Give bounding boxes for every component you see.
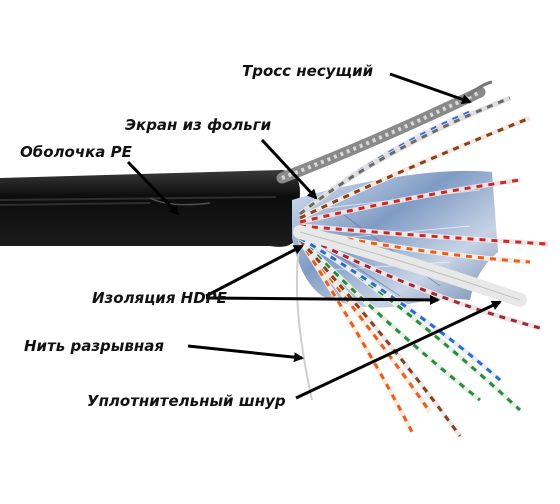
pointer-arrows: [126, 72, 502, 400]
pe-jacket: [0, 170, 300, 247]
label-hdpe-insulation: Изоляция HDPE: [92, 289, 227, 307]
label-filler-cord: Уплотнительный шнур: [87, 392, 286, 410]
rip-cord: [295, 241, 313, 401]
filler-cord: [293, 225, 527, 307]
arrow-rip-cord: [187, 344, 304, 363]
label-foil-screen: Экран из фольги: [125, 116, 272, 134]
arrow-pe-jacket: [126, 160, 180, 216]
label-pe-jacket: Оболочка PE: [20, 143, 132, 161]
label-rip-cord: Нить разрывная: [24, 337, 164, 355]
arrow-hdpe-insulation-2: [205, 294, 440, 305]
arrow-filler-cord: [295, 300, 502, 400]
arrow-hdpe-insulation-1: [205, 244, 304, 298]
messenger-wire: [276, 80, 493, 184]
arrow-messenger: [389, 72, 472, 105]
arrow-foil-screen: [260, 138, 318, 200]
label-messenger: Тросс несущий: [242, 62, 374, 80]
